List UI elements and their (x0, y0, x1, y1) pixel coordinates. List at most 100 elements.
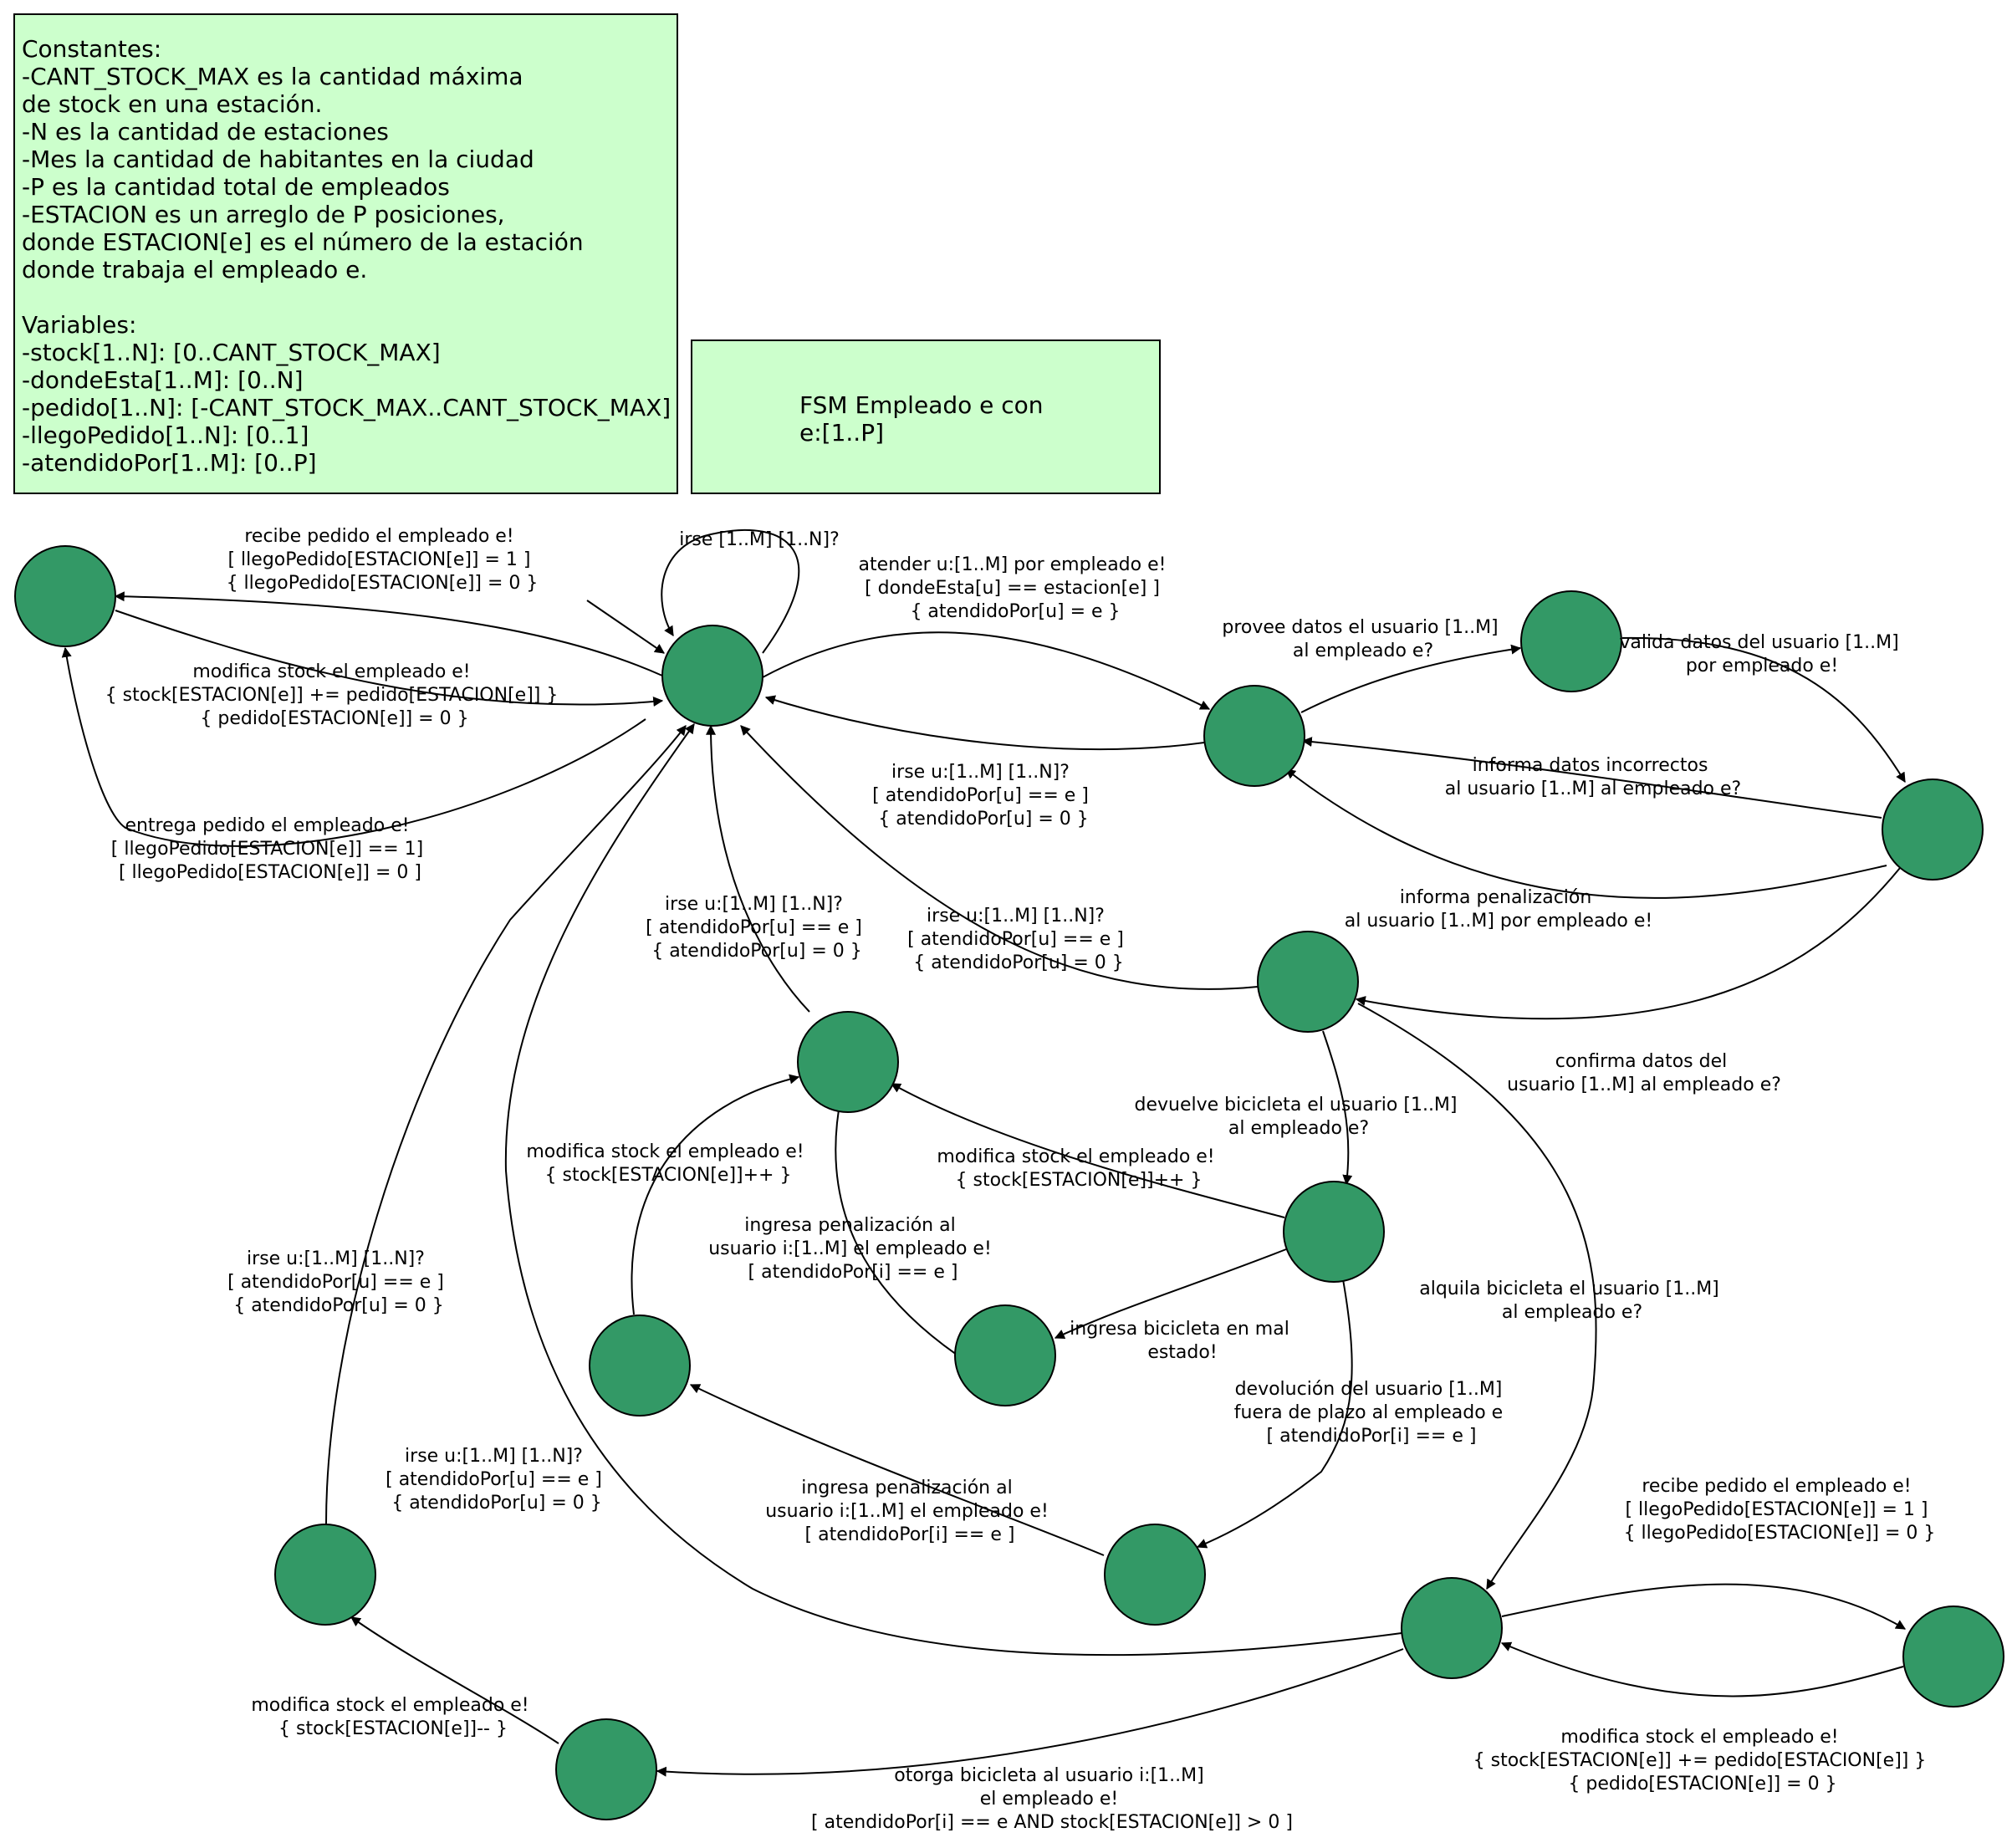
state-fuera-de-plazo[interactable] (1104, 1524, 1206, 1626)
label-line: al usuario [1..M] al empleado e? (1445, 779, 1741, 799)
label-atender: atender u:[1..M] por empleado e! [ donde… (859, 554, 1172, 622)
transition-irse-3 (706, 724, 810, 1013)
constants-line: donde trabaja el empleado e. (22, 256, 368, 283)
label-line: { llegoPedido[ESTACION[e]] = 0 } (227, 573, 539, 594)
transition-modifica-stock-5 (1500, 1641, 1904, 1697)
label-line: [ atendidoPor[i] == e ] (805, 1524, 1015, 1545)
state-bicicleta-otorgada[interactable] (555, 1718, 657, 1820)
label-line: { stock[ESTACION[e]]-- } (278, 1718, 508, 1739)
constants-line: donde ESTACION[e] es el número de la est… (22, 228, 584, 256)
label-line: { pedido[ESTACION[e]] = 0 } (1568, 1774, 1836, 1794)
initial-transition (586, 600, 665, 654)
label-ingresa-mal-estado: ingresa bicicleta en mal estado! (1070, 1319, 1295, 1363)
transition-confirma-datos (1355, 867, 1901, 1020)
label-line: [ atendidoPor[u] == e ] (646, 917, 862, 938)
label-line: fuera de plazo al empleado e (1234, 1402, 1503, 1423)
label-line: [ atendidoPor[u] == e ] (907, 929, 1124, 950)
label-line: usuario [1..M] al empleado e? (1507, 1075, 1781, 1095)
label-line: irse [1..M] [1..N]? (679, 529, 840, 550)
states (14, 545, 2004, 1820)
state-initial-main[interactable] (661, 625, 763, 727)
label-line: [ dondeEsta[u] == estacion[e] ] (865, 578, 1160, 599)
transition-labels: recibe pedido el empleado e! [ llegoPedi… (105, 526, 1936, 1833)
variables-line: -atendidoPor[1..M]: [0..P] (22, 449, 317, 477)
label-line: { atendidoPor[u] = 0 } (391, 1493, 602, 1514)
transition-ingresa-penalizacion-2 (689, 1384, 1105, 1556)
label-line: { stock[ESTACION[e]]++ } (545, 1165, 792, 1186)
label-line: al empleado e? (1228, 1118, 1369, 1139)
label-line: al empleado e? (1293, 641, 1433, 661)
state-stock-egreso[interactable] (274, 1524, 376, 1626)
variables-line: -pedido[1..N]: [-CANT_STOCK_MAX..CANT_ST… (22, 394, 672, 421)
state-stock-ingreso[interactable] (797, 1011, 899, 1113)
label-line: { stock[ESTACION[e]] += pedido[ESTACION[… (1473, 1750, 1927, 1771)
label-line: [ atendidoPor[u] == e ] (386, 1469, 602, 1490)
variables-line: -dondeEsta[1..M]: [0..N] (22, 366, 304, 394)
label-devolucion-fuera: devolución del usuario [1..M] fuera de p… (1234, 1379, 1509, 1447)
label-line: irse u:[1..M] [1..N]? (891, 762, 1070, 783)
label-line: ingresa bicicleta en mal (1070, 1319, 1289, 1340)
label-modifica-stock-3: modifica stock el empleado e! { stock[ES… (526, 1141, 809, 1186)
label-line: irse u:[1..M] [1..N]? (247, 1248, 425, 1269)
label-line: [ atendidoPor[i] == e AND stock[ESTACION… (811, 1812, 1293, 1833)
transition-irse-5 (504, 723, 1402, 1657)
label-line: irse u:[1..M] [1..N]? (927, 906, 1105, 927)
label-recibe-pedido: recibe pedido el empleado e! [ llegoPedi… (227, 526, 539, 594)
label-line: otorga bicicleta al usuario i:[1..M] (894, 1765, 1203, 1786)
label-line: al empleado e? (1502, 1302, 1642, 1323)
state-datos-recibidos[interactable] (1520, 590, 1622, 692)
label-line: [ atendidoPor[i] == e ] (1267, 1426, 1477, 1447)
state-stock-node[interactable] (14, 545, 116, 647)
label-line: ingresa penalización al (801, 1478, 1012, 1498)
variables-line: -stock[1..N]: [0..CANT_STOCK_MAX] (22, 339, 441, 366)
label-line: informa penalización (1400, 887, 1592, 908)
label-line: al usuario [1..M] por empleado e! (1345, 911, 1652, 932)
label-informa-incorrectos: informa datos incorrectos al usuario [1.… (1445, 755, 1741, 799)
label-line: modifica stock el empleado e! (251, 1695, 529, 1716)
label-line: { stock[ESTACION[e]] += pedido[ESTACION[… (105, 685, 559, 706)
transition-atender (762, 631, 1211, 710)
transition-informa-incorrectos (1301, 737, 1882, 819)
label-line: [ atendidoPor[u] == e ] (227, 1272, 444, 1293)
state-penalizacion-ingresada[interactable] (589, 1315, 691, 1417)
label-line: por empleado e! (1686, 656, 1838, 676)
label-line: modifica stock el empleado e! (937, 1146, 1214, 1167)
label-confirma-datos: confirma datos del usuario [1..M] al emp… (1507, 1051, 1781, 1095)
transition-ingresa-mal-estado (1054, 1248, 1287, 1339)
label-valida-datos: valida datos del usuario [1..M] por empl… (1619, 632, 1904, 676)
variables-line: -llegoPedido[1..N]: [0..1] (22, 421, 309, 449)
label-irse-2: irse u:[1..M] [1..N]? [ atendidoPor[u] =… (646, 894, 868, 962)
label-recibe-pedido-2: recibe pedido el empleado e! [ llegoPedi… (1624, 1476, 1936, 1544)
label-informa-penalizacion: informa penalización al usuario [1..M] p… (1345, 887, 1652, 932)
self-loop-transition (661, 528, 800, 654)
fsm-title-note: FSM Empleado e con e:[1..P] (691, 339, 1161, 494)
state-penalizacion-informada[interactable] (1257, 931, 1359, 1033)
label-line: ingresa penalización al (744, 1215, 955, 1236)
state-alquiler[interactable] (1401, 1577, 1503, 1679)
label-irse-5: irse u:[1..M] [1..N]? [ atendidoPor[u] =… (386, 1446, 608, 1514)
label-line: irse u:[1..M] [1..N]? (405, 1446, 583, 1467)
state-atendiendo[interactable] (1203, 685, 1305, 787)
label-otorga-bicicleta: otorga bicicleta al usuario i:[1..M] el … (811, 1765, 1293, 1833)
label-line: [ llegoPedido[ESTACION[e]] = 1 ] (1625, 1499, 1928, 1520)
transition-irse-1 (764, 695, 1205, 751)
label-line: devolución del usuario [1..M] (1235, 1379, 1503, 1400)
constants-line: -ESTACION es un arreglo de P posiciones, (22, 201, 505, 228)
constants-note: Constantes: -CANT_STOCK_MAX es la cantid… (13, 13, 678, 494)
transition-informa-penalizacion (1285, 768, 1887, 899)
state-devolucion[interactable] (1283, 1181, 1385, 1283)
label-ingresa-penalizacion-1: ingresa penalización al usuario i:[1..M]… (708, 1215, 998, 1283)
label-modifica-stock-5: modifica stock el empleado e! { stock[ES… (1473, 1727, 1933, 1794)
label-line: recibe pedido el empleado e! (1642, 1476, 1911, 1497)
label-line: estado! (1147, 1342, 1217, 1363)
state-mal-estado[interactable] (954, 1304, 1056, 1406)
label-line: provee datos el usuario [1..M] (1222, 617, 1498, 638)
transition-recibe-pedido-2 (1501, 1583, 1907, 1630)
state-pedido-recibido[interactable] (1902, 1606, 2004, 1708)
label-line: valida datos del usuario [1..M] (1619, 632, 1898, 653)
label-ingresa-penalizacion-2: ingresa penalización al usuario i:[1..M]… (765, 1478, 1055, 1545)
label-line: { pedido[ESTACION[e]] = 0 } (200, 708, 468, 729)
state-validando[interactable] (1882, 779, 1984, 881)
fsm-title-line: FSM Empleado e con (799, 391, 1044, 419)
